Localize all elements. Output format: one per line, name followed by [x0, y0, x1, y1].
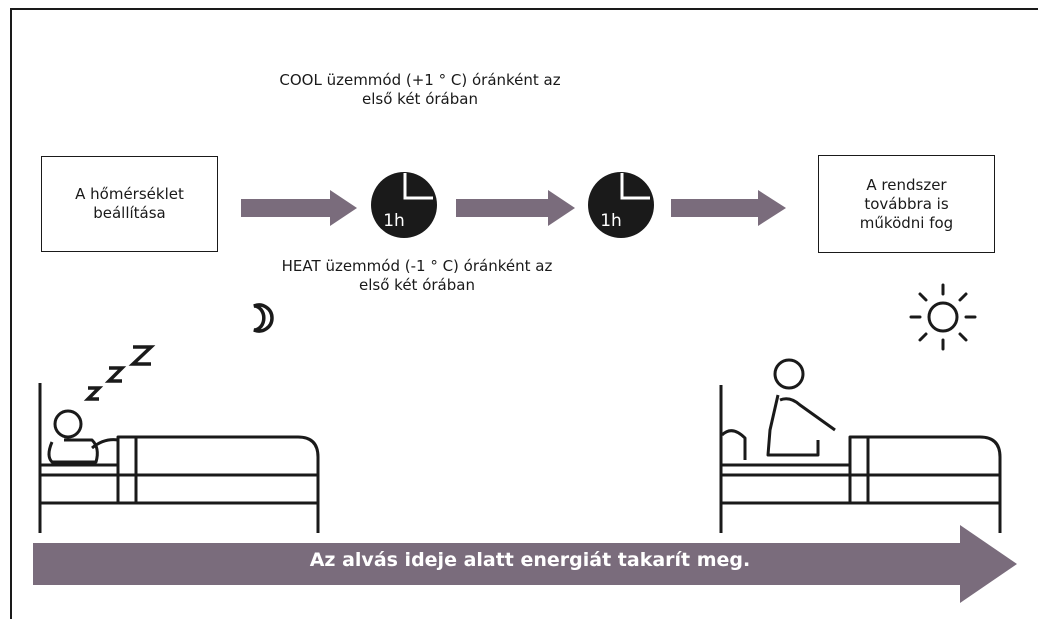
clock-icon-1: 1h — [371, 172, 437, 238]
end-box: A rendszer továbbra is működni fog — [818, 155, 995, 253]
heat-mode-note: HEAT üzemmód (-1 ° C) óránként az első k… — [281, 257, 553, 294]
zzz-icon — [83, 345, 156, 401]
flow-arrow-3 — [671, 190, 786, 226]
flow-arrow-1 — [241, 190, 357, 226]
clock-1-label: 1h — [383, 211, 405, 231]
start-box-label: A hőmérséklet beállítása — [75, 185, 184, 222]
start-box: A hőmérséklet beállítása — [41, 156, 218, 252]
sun-icon — [909, 283, 977, 351]
end-box-label: A rendszer továbbra is működni fog — [859, 175, 954, 232]
cool-mode-note: COOL üzemmód (+1 ° C) óránként az első k… — [279, 71, 561, 108]
waking-person-icon — [719, 358, 1002, 533]
flow-arrow-2 — [456, 190, 575, 226]
moon-icon — [253, 303, 274, 333]
clock-icon-2: 1h — [588, 172, 654, 238]
energy-saving-banner-text: Az alvás ideje alatt energiát takarít me… — [309, 549, 751, 571]
frame-top-border — [10, 8, 1038, 10]
sleeping-person-icon — [38, 383, 320, 533]
frame-left-border — [10, 8, 12, 619]
clock-2-label: 1h — [600, 211, 622, 231]
energy-saving-banner-arrow — [33, 525, 1017, 603]
